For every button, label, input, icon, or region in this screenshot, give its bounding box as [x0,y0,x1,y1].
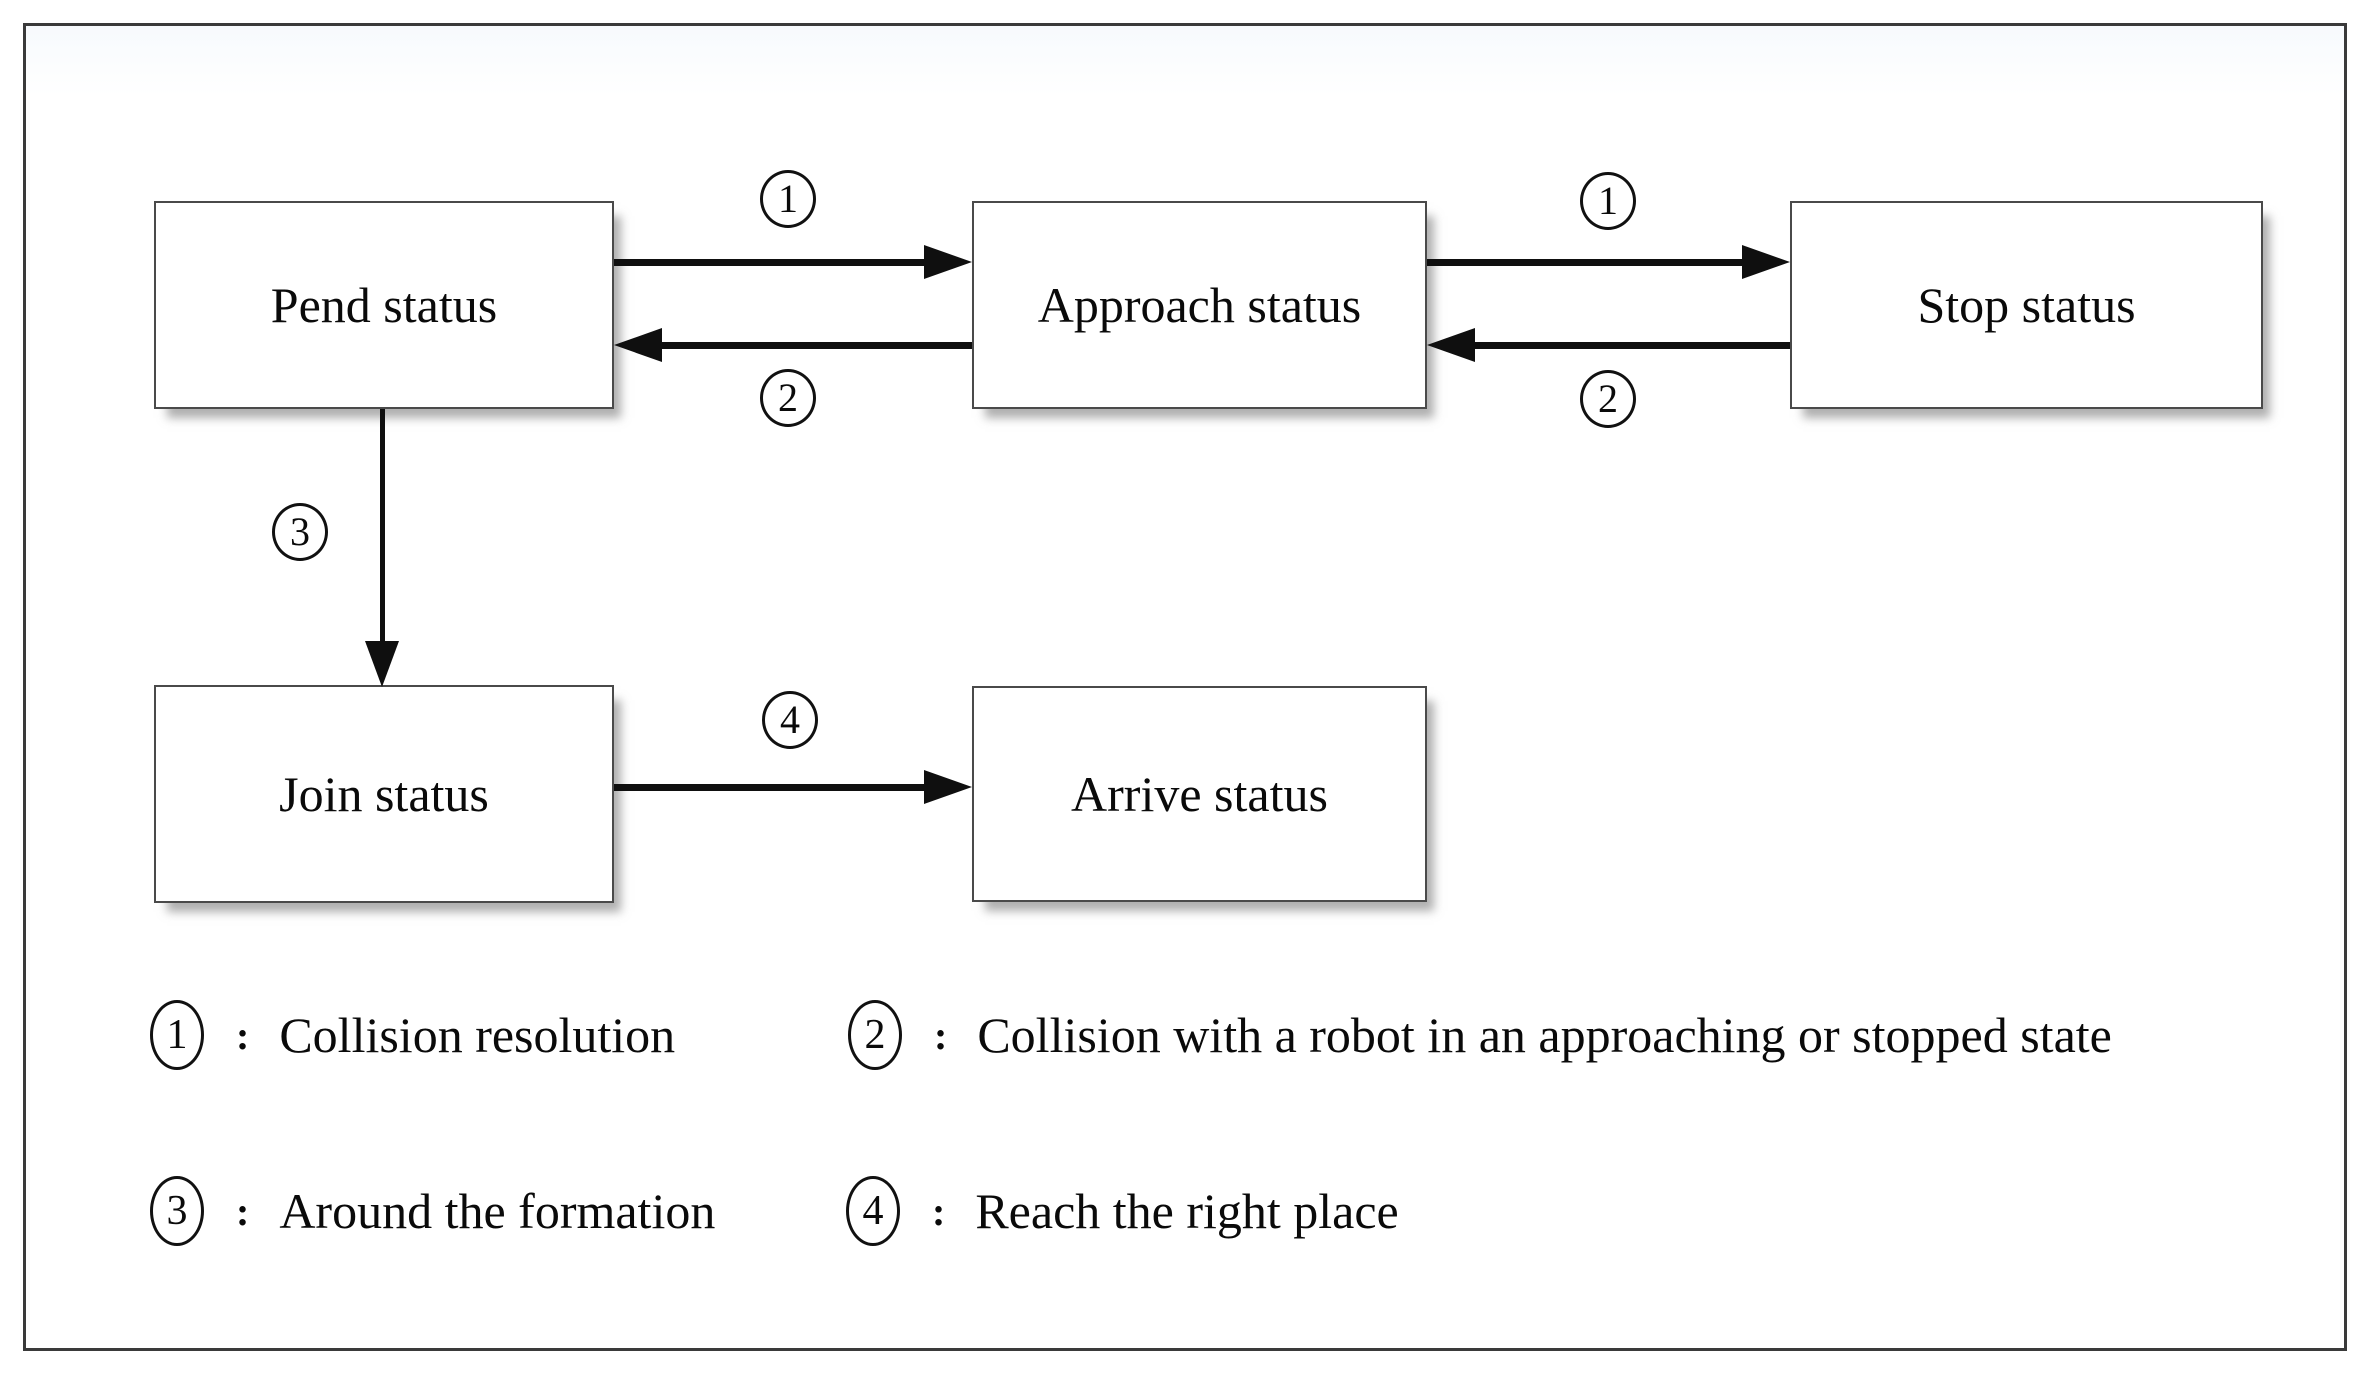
transition-badge-4: 4 [762,691,818,749]
transition-number: 3 [290,509,310,554]
transition-badge-2: 2 [760,369,816,427]
legend-colon: : [236,1188,250,1234]
arrow-stop-to-approach-line [1475,342,1790,349]
legend-colon: : [932,1188,946,1234]
arrowhead-left-icon [1427,328,1475,362]
legend-number-badge: 4 [846,1176,900,1246]
legend-item-4: 4 : Reach the right place [846,1176,1399,1246]
state-label-join: Join status [279,766,489,822]
transition-badge-3: 3 [272,503,328,561]
legend-colon: : [934,1012,948,1058]
state-box-stop: Stop status [1790,201,2263,409]
legend-number: 3 [166,1188,188,1234]
legend-text: Around the formation [279,1183,716,1239]
state-label-arrive: Arrive status [1071,766,1328,822]
transition-number: 4 [780,697,800,742]
legend-item-3: 3 : Around the formation [150,1176,715,1246]
state-box-arrive: Arrive status [972,686,1427,902]
arrowhead-right-icon [1742,245,1790,279]
legend-number: 1 [166,1012,188,1058]
legend-text: Reach the right place [975,1183,1399,1239]
arrow-pend-to-join-line [380,409,385,643]
state-label-approach: Approach status [1037,277,1362,333]
arrow-pend-to-approach-line [614,259,924,266]
legend-text: Collision resolution [279,1007,676,1063]
legend-item-1: 1 : Collision resolution [150,1000,675,1070]
legend-number-badge: 3 [150,1176,204,1246]
state-box-join: Join status [154,685,614,903]
arrowhead-down-icon [365,641,399,687]
legend-number: 2 [864,1012,886,1058]
transition-badge-1: 1 [760,170,816,228]
transition-number: 2 [1598,376,1618,421]
transition-number: 1 [1598,178,1618,223]
state-label-stop: Stop status [1917,277,2136,333]
transition-badge-2: 2 [1580,370,1636,428]
legend-item-2: 2 : Collision with a robot in an approac… [848,1000,2112,1070]
arrowhead-right-icon [924,770,972,804]
legend-text: Collision with a robot in an approaching… [977,1007,2112,1063]
legend-number: 4 [862,1188,884,1234]
legend-colon: : [236,1012,250,1058]
arrow-approach-to-stop-line [1427,259,1742,266]
arrow-join-to-arrive-line [614,784,924,791]
arrow-approach-to-pend-line [662,342,972,349]
transition-number: 2 [778,375,798,420]
arrowhead-right-icon [924,245,972,279]
arrowhead-left-icon [614,328,662,362]
state-box-approach: Approach status [972,201,1427,409]
legend-number-badge: 2 [848,1000,902,1070]
transition-badge-1: 1 [1580,172,1636,230]
state-box-pend: Pend status [154,201,614,409]
transition-number: 1 [778,176,798,221]
legend-number-badge: 1 [150,1000,204,1070]
state-label-pend: Pend status [270,277,498,333]
